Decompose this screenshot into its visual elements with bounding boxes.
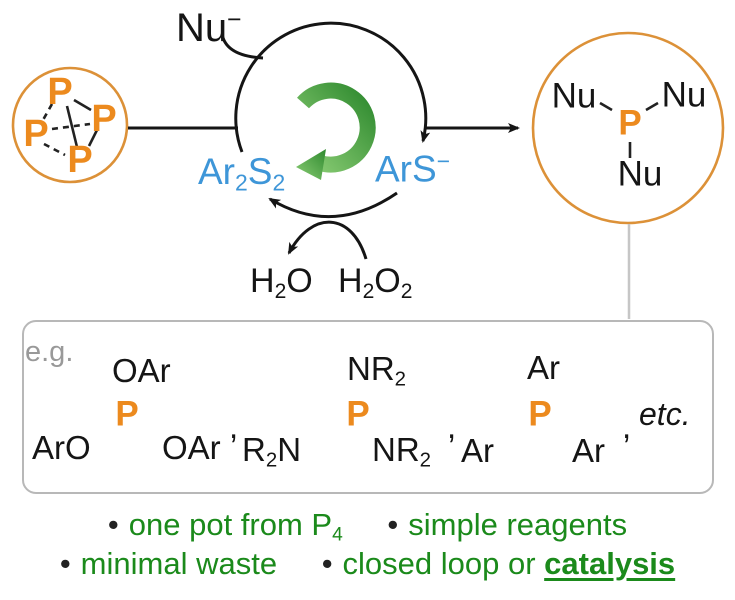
separator-comma-1: ,: [229, 408, 239, 445]
separator-comma-3: ,: [622, 408, 632, 445]
bullet-icon: •: [59, 546, 71, 581]
aminophosphine-right: NR2: [372, 431, 432, 472]
catalysis-emphasis: catalysis: [544, 546, 676, 581]
recycle-arrow-icon: [296, 82, 376, 180]
feature-line-2: • minimal waste • closed loop or catalysis: [0, 546, 735, 582]
nucleophile-label: Nu−: [176, 6, 242, 50]
bullet-icon: •: [321, 546, 333, 581]
aminophosphine-left: R2N: [242, 431, 302, 472]
minus-charge: −: [436, 148, 451, 174]
p4-atom-left: P: [23, 113, 49, 155]
aminophosphine-p-atom: P: [346, 394, 370, 434]
phosphite-p-atom: P: [115, 394, 139, 434]
cycle-arrow-bottom: [268, 191, 398, 218]
phosphine-top: Ar: [527, 349, 560, 386]
etc-label: etc.: [639, 396, 691, 432]
nucleophile-entry-line: [220, 33, 264, 60]
product-p-atom: P: [618, 103, 642, 143]
product-nu-right: Nu: [661, 75, 707, 115]
phosphine-p-atom: P: [528, 394, 552, 434]
feature-simple-reagents: simple reagents: [408, 507, 628, 542]
thiolate-label: ArS−: [375, 148, 451, 190]
bullet-icon: •: [387, 507, 399, 542]
feature-one-pot: one pot from P4: [128, 507, 343, 546]
p4-circle: [11, 66, 129, 184]
feature-line-1: • one pot from P4 • simple reagents: [0, 507, 735, 546]
phosphine-left: Ar: [461, 432, 494, 469]
p4-atom-bottom: P: [67, 139, 93, 181]
product-nu-left: Nu: [551, 76, 597, 116]
oxidant-arrow: [287, 220, 368, 260]
disulfide-label: Ar2S2: [198, 151, 286, 196]
eg-label: e.g.: [25, 336, 74, 368]
product-bonds: [599, 101, 659, 158]
peroxide-label: H2O2: [338, 262, 413, 303]
cycle-arrow-top: [234, 21, 431, 153]
aminophosphine-top: NR2: [347, 350, 407, 391]
p4-atom-top: P: [47, 71, 73, 113]
feature-closed-loop: closed loop or catalysis: [342, 546, 676, 581]
water-label: H2O: [250, 262, 313, 303]
minus-charge: −: [227, 6, 242, 34]
phosphite-left: ArO: [32, 429, 91, 466]
phosphine-right: Ar: [572, 432, 605, 469]
phosphite-top: OAr: [112, 352, 171, 389]
phosphite-right: OAr: [162, 429, 221, 466]
bullet-icon: •: [107, 507, 119, 542]
separator-comma-2: ,: [447, 408, 457, 445]
p4-atom-right: P: [91, 98, 117, 140]
p4-bonds: [41, 98, 99, 157]
examples-box: [22, 320, 714, 494]
feature-minimal-waste: minimal waste: [80, 546, 278, 581]
product-nu-bottom: Nu: [617, 154, 663, 194]
product-circle: [531, 31, 725, 225]
